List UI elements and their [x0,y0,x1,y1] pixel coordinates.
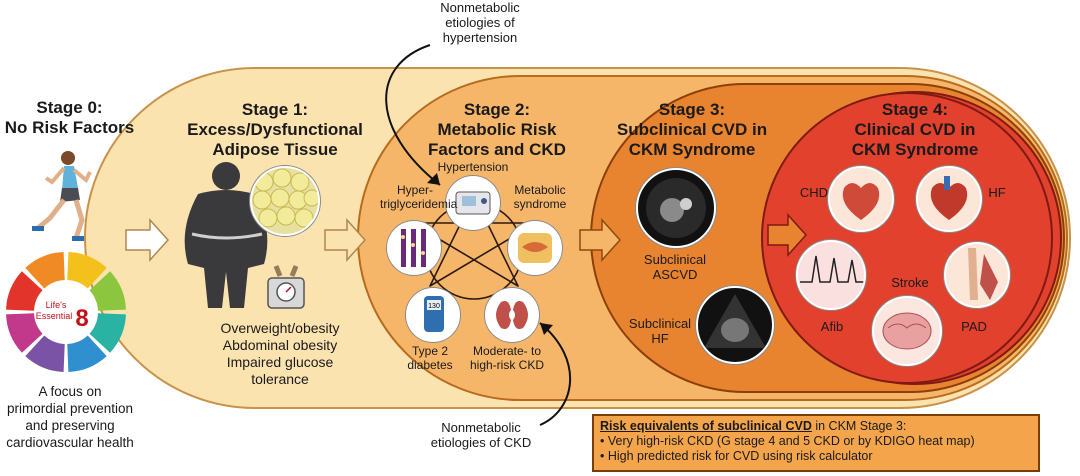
subclinical-ascvd-label: Subclinical ASCVD [643,252,707,282]
bottom-curved-arrow [539,322,572,426]
stage1-title: Stage 1: Excess/Dysfunctional Adipose Ti… [187,100,363,159]
svg-text:8: 8 [75,305,88,332]
svg-text:Essential: Essential [36,311,73,321]
les8-segment [67,252,107,289]
stage3-title: Stage 3: Subclinical CVD in CKM Syndrome [616,100,768,159]
hypertriglyceridemia-label: Hyper- triglyceridemia [380,183,458,211]
stroke-label: Stroke [891,275,929,290]
runner-icon [32,151,92,241]
metabolic-syndrome-label: Metabolic syndrome [513,183,567,211]
les8-segment [25,252,65,289]
stage1-conditions: Overweight/obesity Abdominal obesity Imp… [220,320,340,387]
pad-leg-image [944,242,1010,308]
nonmetabolic-hypertension-label: Nonmetabolic etiologies of hypertension [440,0,520,45]
stage4-band-body [760,91,1054,385]
pad-label: PAD [961,319,987,334]
chd-heart-image [828,166,894,232]
arrow-1-2 [324,218,367,262]
ckd-label: Moderate- to high-risk CKD [469,344,544,372]
les8-segment [89,313,126,353]
risk-bullet-1: • Very high-risk CKD (G stage 4 and 5 CK… [600,434,975,448]
svg-text:Life's: Life's [46,300,67,310]
arrow-2-3 [579,218,622,262]
les8-segment [6,313,43,353]
metabolic-syndrome-image [508,221,562,275]
risk-box-heading: Risk equivalents of subclinical CVD in C… [600,419,907,433]
kidney-image [485,288,539,342]
triglyceride-image [387,221,441,275]
afib-ecg-image [796,240,866,310]
les8-segment [6,271,43,311]
stage0-title: Stage 0: No Risk Factors [4,98,135,137]
top-curved-arrow [385,44,441,186]
hf-label: HF [988,185,1006,200]
risk-equivalents-box: Risk equivalents of subclinical CVD in C… [592,414,1040,472]
brain-image [872,296,942,366]
svg-text:130: 130 [428,303,440,310]
ct-scan-image [636,168,716,248]
arrow-3-4 [767,213,808,257]
obese-body-icon [184,162,268,308]
lifes-essential-8-wheel: Life's Essential 8 [6,252,126,372]
hypertension-label: Hypertension [437,160,509,174]
stage4-title: Stage 4: Clinical CVD in CKM Syndrome [851,100,979,159]
stage0-focus-text: A focus on primordial prevention and pre… [6,384,134,450]
nonmetabolic-ckd-label: Nonmetabolic etiologies of CKD [430,420,532,450]
glucose-meter-image: 130 [406,288,460,342]
hf-heart-image [916,166,982,232]
les8-segment [67,335,107,372]
risk-bullet-2: • High predicted risk for CVD using risk… [600,449,873,463]
afib-label: Afib [820,319,844,334]
chd-label: CHD [799,185,829,200]
arrow-0-1 [125,218,170,262]
bp-monitor-image [446,176,500,230]
echo-image [696,286,774,364]
stage2-title: Stage 2: Metabolic Risk Factors and CKD [428,100,566,159]
subclinical-hf-label: Subclinical HF [628,316,692,346]
scale-icon [267,265,305,309]
les8-segment [89,271,126,311]
adipose-tissue-image [250,166,320,236]
les8-segment [25,335,65,372]
type2-diabetes-label: Type 2 diabetes [407,344,453,372]
